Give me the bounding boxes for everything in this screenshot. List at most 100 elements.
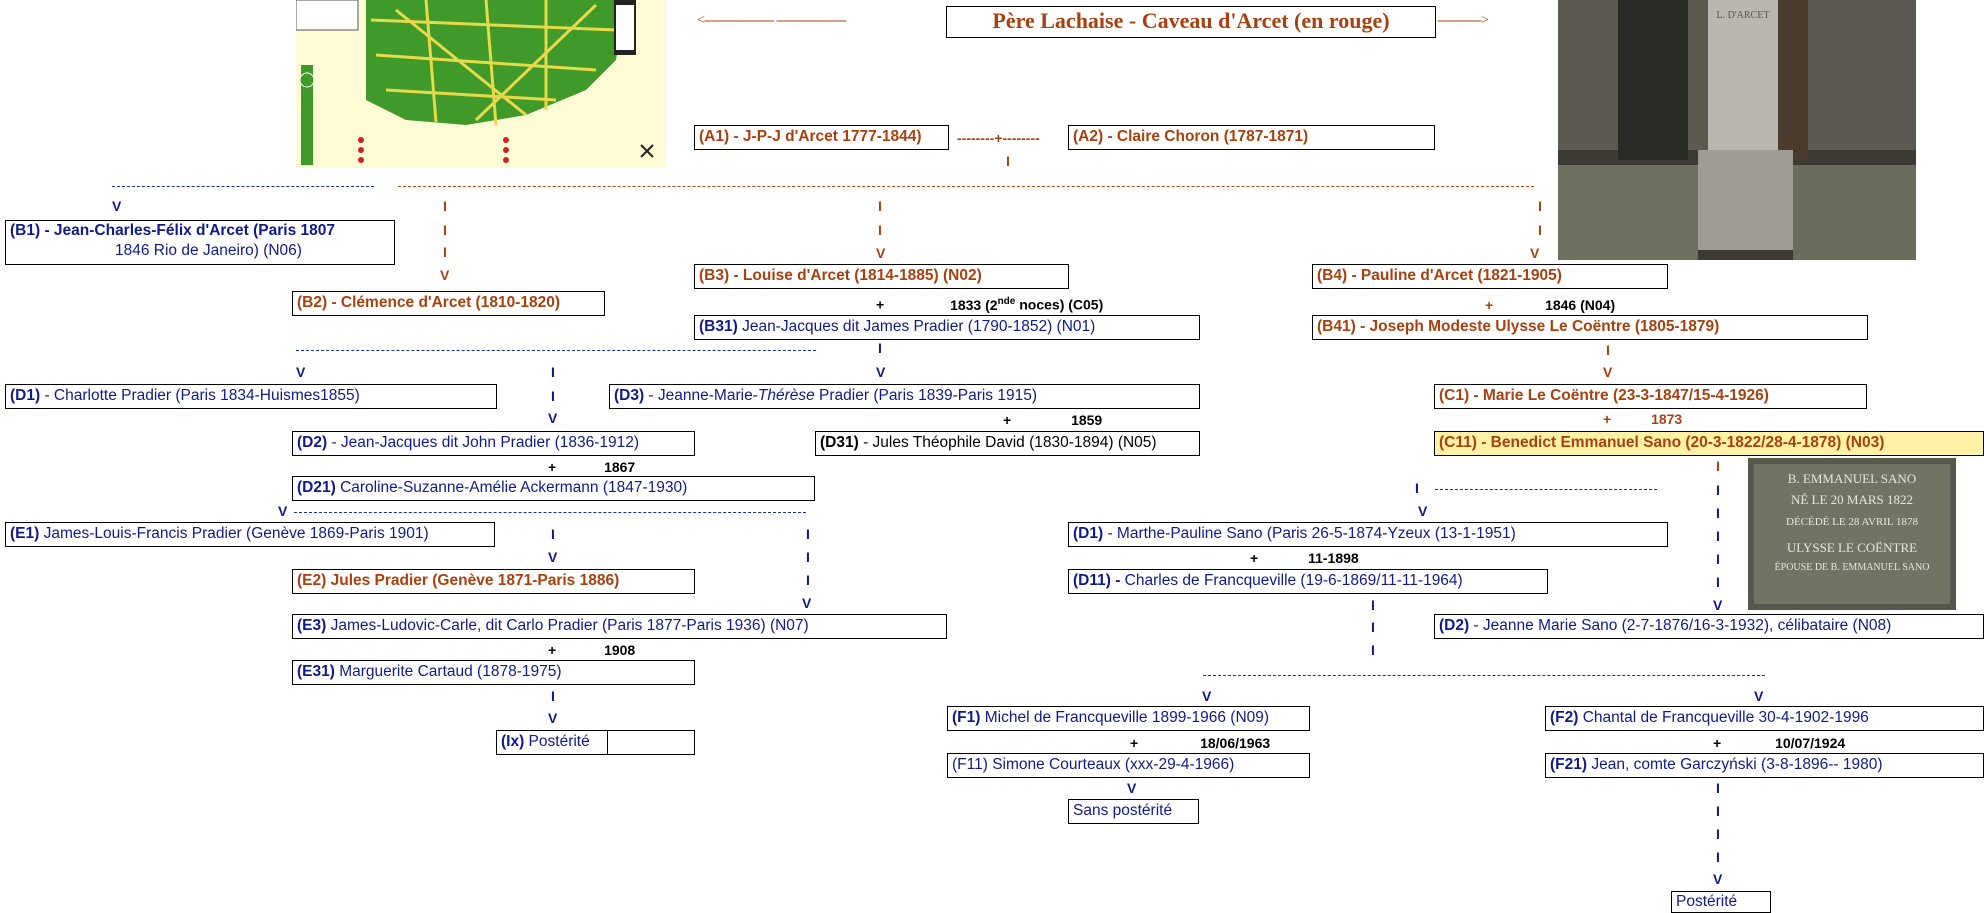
a-couple-joiner: --------+-------- [957,130,1040,146]
person-f11: (F11) Simone Courteaux (xxx-29-4-1966) [947,753,1310,778]
connector-v: V [1603,364,1613,380]
connector-bar: I [806,526,810,542]
connector-bar: I [1716,780,1720,796]
connector-v: V [1202,688,1212,704]
children-line [1435,489,1657,490]
connector-v: V [1127,780,1137,796]
svg-text:NÉ LE 20 MARS 1822: NÉ LE 20 MARS 1822 [1791,492,1913,507]
person-e31: (E31) Marguerite Cartaud (1878-1975) [292,660,695,685]
connector-bar: I [878,222,882,238]
connector-bar: I [1716,803,1720,819]
connector-bar: I [1538,222,1542,238]
marriage-b4: + 1846 (N04) [1485,297,1616,313]
connector-bar: I [1716,458,1720,474]
marriage-e3: + 1908 [548,642,636,658]
connector-bar: I [443,222,447,238]
svg-text:L. D'ARCET: L. D'ARCET [1717,10,1770,21]
connector-bar: I [551,526,555,542]
connector-bar: I [806,572,810,588]
person-d11: (D11) - Charles de Francqueville (19-6-1… [1068,569,1548,594]
person-b41: (B41) - Joseph Modeste Ulysse Le Coëntre… [1312,315,1868,340]
connector-bar: I [551,364,555,380]
person-a2: (A2) - Claire Choron (1787-1871) [1068,125,1435,150]
person-d21: (D21) Caroline-Suzanne-Amélie Ackermann … [292,476,815,501]
title-arrow-right: ------------> [1437,13,1489,28]
person-md1: (D1) - Marthe-Pauline Sano (Paris 26-5-1… [1068,522,1668,547]
person-md2: (D2) - Jeanne Marie Sano (2-7-1876/16-3-… [1434,614,1984,639]
connector-bar: I [878,340,882,356]
person-c1: (C1) - Marie Le Coëntre (23-3-1847/15-4-… [1434,384,1867,409]
no-descendants-box: Sans postérité [1068,799,1199,824]
person-d31: (D31) - Jules Théophile David (1830-1894… [815,431,1200,456]
descendants-box: Postérité [1671,891,1771,913]
connector-bar: I [1716,528,1720,544]
connector-bar: I [551,688,555,704]
connector-bar: I [1006,153,1010,169]
connector-v: V [1418,503,1428,519]
marriage-f2: + 10/07/1924 [1713,735,1846,751]
connector-bar: I [1716,482,1720,498]
tomb-inscription-photo: B. EMMANUEL SANO NÉ LE 20 MARS 1822 DÉCÉ… [1748,458,1956,610]
connector-v: V [112,198,122,214]
person-e3: (E3) James-Ludovic-Carle, dit Carlo Prad… [292,614,947,639]
connector-v: V [1713,597,1723,613]
connector-bar: I [1415,480,1419,496]
connector-bar: I [806,549,810,565]
connector-v: V [278,503,288,519]
children-line [112,186,374,187]
connector-bar: I [1716,849,1720,865]
children-line [398,186,1534,187]
connector-bar: I [1371,597,1375,613]
connector-bar: I [1538,198,1542,214]
person-b3: (B3) - Louise d'Arcet (1814-1885) (N02) [694,264,1069,289]
connector-v: V [1530,245,1540,261]
marriage-md1: + 11-1898 [1250,550,1359,566]
svg-text:DÉCÉDÉ LE 28 AVRIL 1878: DÉCÉDÉ LE 28 AVRIL 1878 [1786,516,1918,528]
connector-bar: I [1606,342,1610,358]
cemetery-map-image [296,0,666,168]
connector-bar: I [1371,642,1375,658]
person-b1: (B1) - Jean-Charles-Félix d'Arcet (Paris… [5,220,395,265]
connector-bar: I [443,244,447,260]
connector-v: V [1754,688,1764,704]
connector-bar: I [1716,574,1720,590]
person-a1: (A1) - J-P-J d'Arcet 1777-1844) [694,125,949,150]
person-f2: (F2) Chantal de Francqueville 30-4-1902-… [1545,706,1984,731]
connector-v: V [548,710,558,726]
connector-bar: I [878,198,882,214]
person-b31: (B31) Jean-Jacques dit James Pradier (17… [694,315,1200,340]
marriage-b3: + 1833 (2nde noces) (C05) [876,296,1104,313]
connector-v: V [802,595,812,611]
person-b4: (B4) - Pauline d'Arcet (1821-1905) [1312,264,1668,289]
tomb-photo: L. D'ARCET [1558,0,1916,260]
connector-bar: I [1371,619,1375,635]
svg-text:B. EMMANUEL SANO: B. EMMANUEL SANO [1788,471,1916,486]
connector-bar: I [1716,551,1720,567]
box-divider [607,731,609,754]
svg-text:ÉPOUSE DE B. EMMANUEL SANO: ÉPOUSE DE B. EMMANUEL SANO [1775,561,1930,573]
person-d3: (D3) - Jeanne-Marie-Thérèse Pradier (Par… [609,384,1200,409]
page-title: Père Lachaise - Caveau d'Arcet (en rouge… [946,6,1436,38]
person-e1: (E1) James-Louis-Francis Pradier (Genève… [5,522,495,547]
title-arrow-left: <------------------- ------------------- [697,13,847,28]
connector-bar: I [551,388,555,404]
person-f21: (F21) Jean, comte Garczyński (3-8-1896--… [1545,753,1984,778]
connector-v: V [876,364,886,380]
svg-text:ULYSSE LE COËNTRE: ULYSSE LE COËNTRE [1787,540,1917,555]
person-f1: (F1) Michel de Francqueville 1899-1966 (… [947,706,1310,731]
person-d1: (D1) - Charlotte Pradier (Paris 1834-Hui… [5,384,497,409]
person-ix: (Ix) Postérité [496,730,695,755]
connector-v: V [1713,871,1723,887]
connector-bar: I [1716,826,1720,842]
person-e2: (E2) Jules Pradier (Genève 1871-Paris 18… [292,569,695,594]
person-c11: (C11) - Benedict Emmanuel Sano (20-3-182… [1434,431,1984,456]
connector-bar: I [1716,505,1720,521]
children-line [294,512,806,513]
connector-v: V [296,364,306,380]
connector-v: V [440,267,450,283]
connector-v: V [548,549,558,565]
connector-v: V [876,245,886,261]
children-line [1203,675,1765,676]
children-line [296,350,816,351]
marriage-d2: + 1867 [548,459,636,475]
